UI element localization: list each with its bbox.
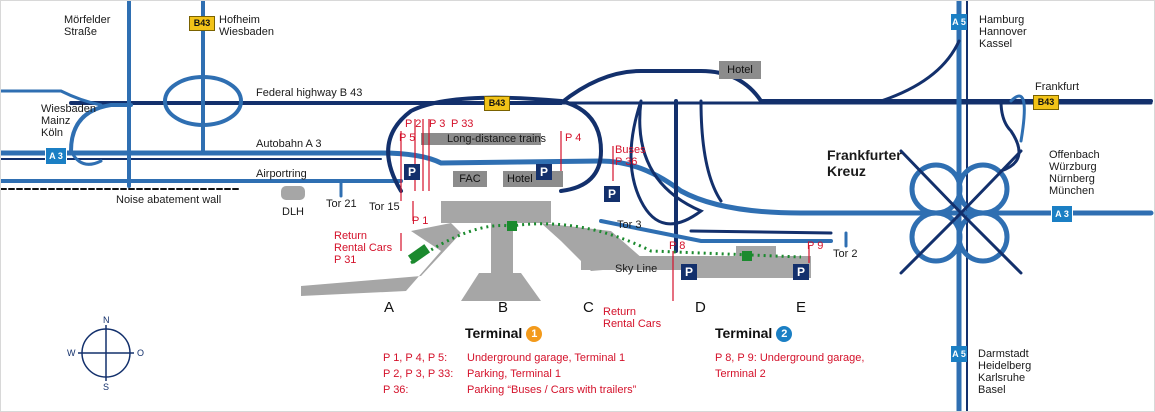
buses-p36: Buses P 36 bbox=[615, 144, 646, 168]
parking-p2: P 2 bbox=[405, 118, 422, 130]
gate-c: C bbox=[583, 299, 594, 316]
dlh-label: DLH bbox=[282, 206, 305, 218]
legend-t1-key-1: P 1, P 4, P 5: bbox=[383, 352, 448, 364]
parking-p8: P 8 bbox=[669, 240, 686, 252]
legend-t1-value-1: Underground garage, Terminal 1 bbox=[467, 352, 626, 364]
parking-symbol: P bbox=[536, 164, 552, 180]
parking-p33: P 33 bbox=[451, 118, 474, 130]
b43-shield-right: B43 bbox=[1033, 95, 1059, 110]
b43-shield-top: B43 bbox=[189, 16, 215, 31]
legend-t1-value-2: Parking, Terminal 1 bbox=[467, 368, 561, 380]
parking-p1: P 1 bbox=[412, 215, 429, 227]
parking-symbol: P bbox=[604, 186, 620, 202]
tor-15: Tor 15 bbox=[369, 201, 400, 213]
tor-2: Tor 2 bbox=[833, 248, 858, 260]
a3-shield-right: A 3 bbox=[1051, 205, 1073, 223]
parking-symbol: P bbox=[793, 264, 809, 280]
parking-symbol: P bbox=[404, 164, 420, 180]
legend-t2-line-2: Terminal 2 bbox=[715, 368, 766, 380]
parking-p4: P 4 bbox=[565, 132, 582, 144]
fac-building: FAC bbox=[453, 171, 487, 187]
place-darmstadt: Darmstadt Heidelberg Karlsruhe Basel bbox=[978, 348, 1032, 396]
terminal-1-building bbox=[281, 186, 651, 301]
a5-shield-top: A 5 bbox=[951, 14, 967, 30]
return-rental-cars-2: Return Rental Cars bbox=[603, 306, 662, 330]
legend-t2-line-1: P 8, P 9: Underground garage, bbox=[715, 352, 865, 364]
gate-e: E bbox=[796, 299, 807, 316]
noise-wall-label: Noise abatement wall bbox=[116, 194, 222, 206]
place-frankfurt: Frankfurt bbox=[1035, 81, 1080, 93]
terminal-1-badge: 1 bbox=[526, 326, 543, 343]
frankfurter-kreuz-label: Frankfurter Kreuz bbox=[827, 147, 902, 179]
place-wiesbaden: Wiesbaden Mainz Köln bbox=[41, 103, 97, 139]
tor-21: Tor 21 bbox=[326, 198, 357, 210]
compass-s: S bbox=[103, 382, 110, 392]
tor-3: Tor 3 bbox=[617, 219, 642, 231]
b43-shield-mid: B43 bbox=[484, 96, 510, 111]
hotel-building: Hotel bbox=[503, 171, 563, 187]
compass-w: W bbox=[67, 348, 76, 358]
b43-road bbox=[69, 69, 1153, 105]
a3-label: Autobahn A 3 bbox=[256, 138, 322, 150]
long-distance-trains-label: Long-distance trains bbox=[447, 133, 547, 145]
return-rental-cars-1: Return Rental Cars P 31 bbox=[334, 230, 393, 266]
compass-n: N bbox=[103, 315, 110, 325]
place-hofheim: Hofheim Wiesbaden bbox=[219, 14, 275, 38]
terminal-2-building bbox=[581, 246, 811, 278]
compass-o: O bbox=[137, 348, 145, 358]
parking-p3: P 3 bbox=[429, 118, 446, 130]
parking-symbol: P bbox=[681, 264, 697, 280]
gate-d: D bbox=[695, 299, 706, 316]
terminal-2-badge: 2 bbox=[776, 326, 793, 343]
gate-a: A bbox=[384, 299, 395, 316]
parking-p9: P 9 bbox=[807, 240, 824, 252]
legend-t1-key-3: P 36: bbox=[383, 384, 409, 396]
compass-icon bbox=[78, 325, 134, 381]
legend-t1-value-3: Parking “Buses / Cars with trailers” bbox=[467, 384, 637, 396]
sky-line-label: Sky Line bbox=[615, 263, 658, 275]
place-offenbach: Offenbach Würzburg Nürnberg München bbox=[1049, 149, 1100, 197]
place-moerfelder: Mörfelder Straße bbox=[64, 14, 111, 38]
a3-shield-left: A 3 bbox=[45, 147, 67, 165]
legend-t1-key-2: P 2, P 3, P 33: bbox=[383, 368, 454, 380]
hotel-top: Hotel bbox=[719, 61, 761, 79]
gate-b: B bbox=[498, 299, 509, 316]
b43-label: Federal highway B 43 bbox=[256, 87, 363, 99]
place-hamburg: Hamburg Hannover Kassel bbox=[979, 14, 1027, 50]
parking-p5: P 5 bbox=[399, 132, 416, 144]
airportring-label: Airportring bbox=[256, 168, 307, 180]
a5-shield-bottom: A 5 bbox=[951, 346, 967, 362]
